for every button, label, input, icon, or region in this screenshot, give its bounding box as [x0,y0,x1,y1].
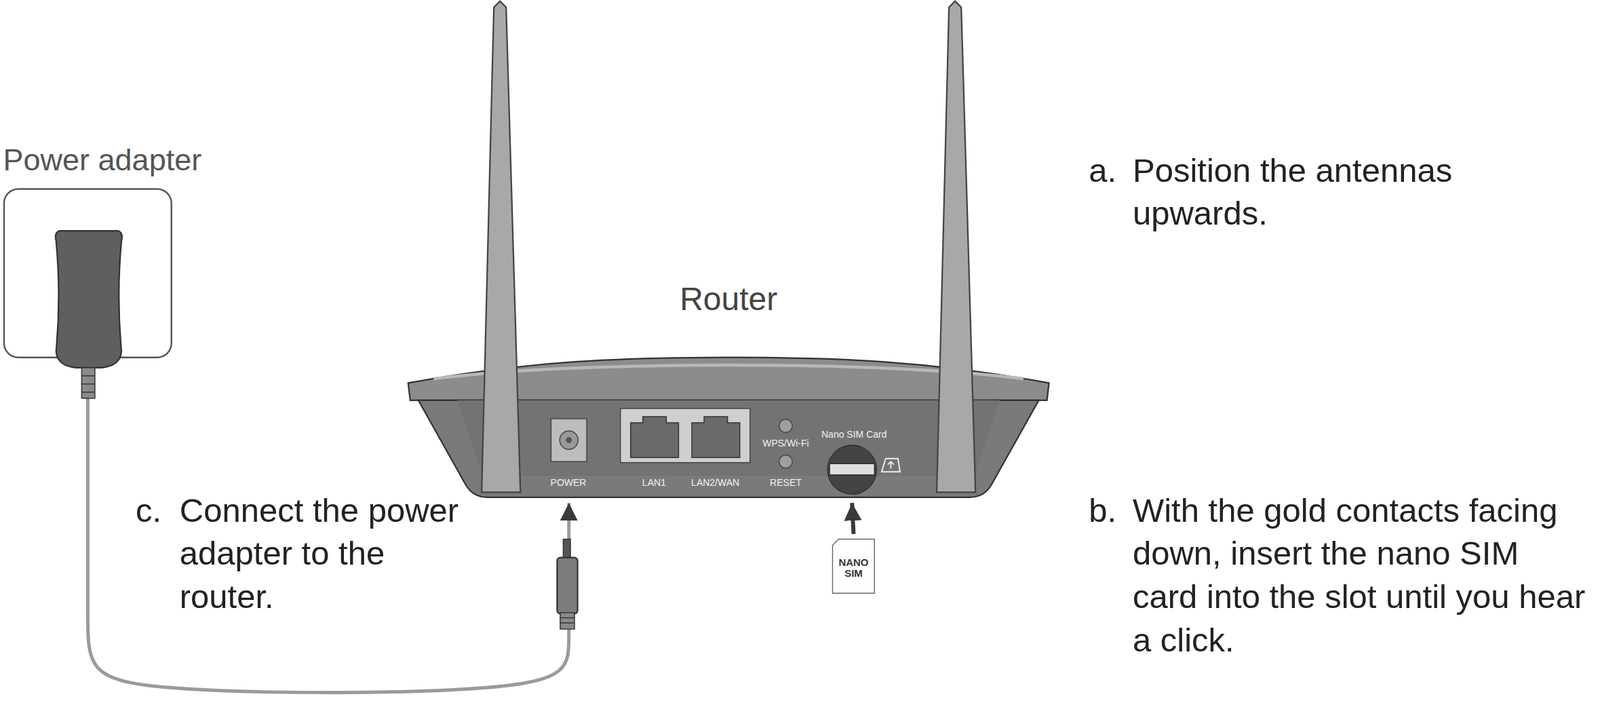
power-plug [556,557,578,614]
sim-card-text: NANO SIM [831,556,876,580]
insert-arrow [851,502,854,534]
port-label: POWER [550,477,587,488]
rim-highlight [433,364,1024,379]
reset-button [779,454,793,468]
router-panel [457,400,1000,476]
adapter-heading: Power adapter [3,143,203,178]
power-jack [550,418,587,462]
power-plug [560,617,575,619]
router-heading: Router [679,281,778,318]
power-plug [560,612,575,629]
port-label: LAN2/WAN [691,477,740,488]
step-letter: c. [135,489,162,533]
router-rim [408,357,1050,401]
strain-relief [81,367,95,399]
port-label: LAN1 [642,477,667,488]
antenna [936,1,976,493]
router-body [418,400,1040,498]
button-label: RESET [769,477,802,488]
sim-icon [881,458,901,473]
button-label: WPS/Wi-Fi [762,438,809,450]
power-plug [562,539,571,559]
power-adapter: Power adapter [4,188,172,357]
power-cable [87,357,569,693]
step-letter: b. [1088,489,1117,533]
nano-sim-card: NANO SIM [831,537,876,595]
step-letter: a. [1088,149,1117,193]
power-plug [556,539,578,629]
step-text: With the gold contacts facing down, inse… [1132,489,1587,662]
strain-relief [81,383,95,385]
power-jack [559,430,578,450]
lan-panel [620,408,751,463]
strain-relief [81,391,95,393]
lan-port [630,416,679,458]
slot-label: Nano SIM Card [821,429,887,440]
antenna [481,1,521,493]
power-plug [560,621,575,624]
sim-slot [829,463,875,475]
adapter-outline [4,189,172,358]
sim-icon [887,461,894,469]
step-text: Position the antennas upwards. [1132,149,1587,236]
wps-button [779,419,793,433]
power-jack [565,436,572,443]
step-text: Connect the power adapter to the router. [179,489,461,619]
sim-slot [827,444,877,494]
wan-port [691,416,740,458]
adapter-body [55,230,123,368]
strain-relief [81,375,95,377]
